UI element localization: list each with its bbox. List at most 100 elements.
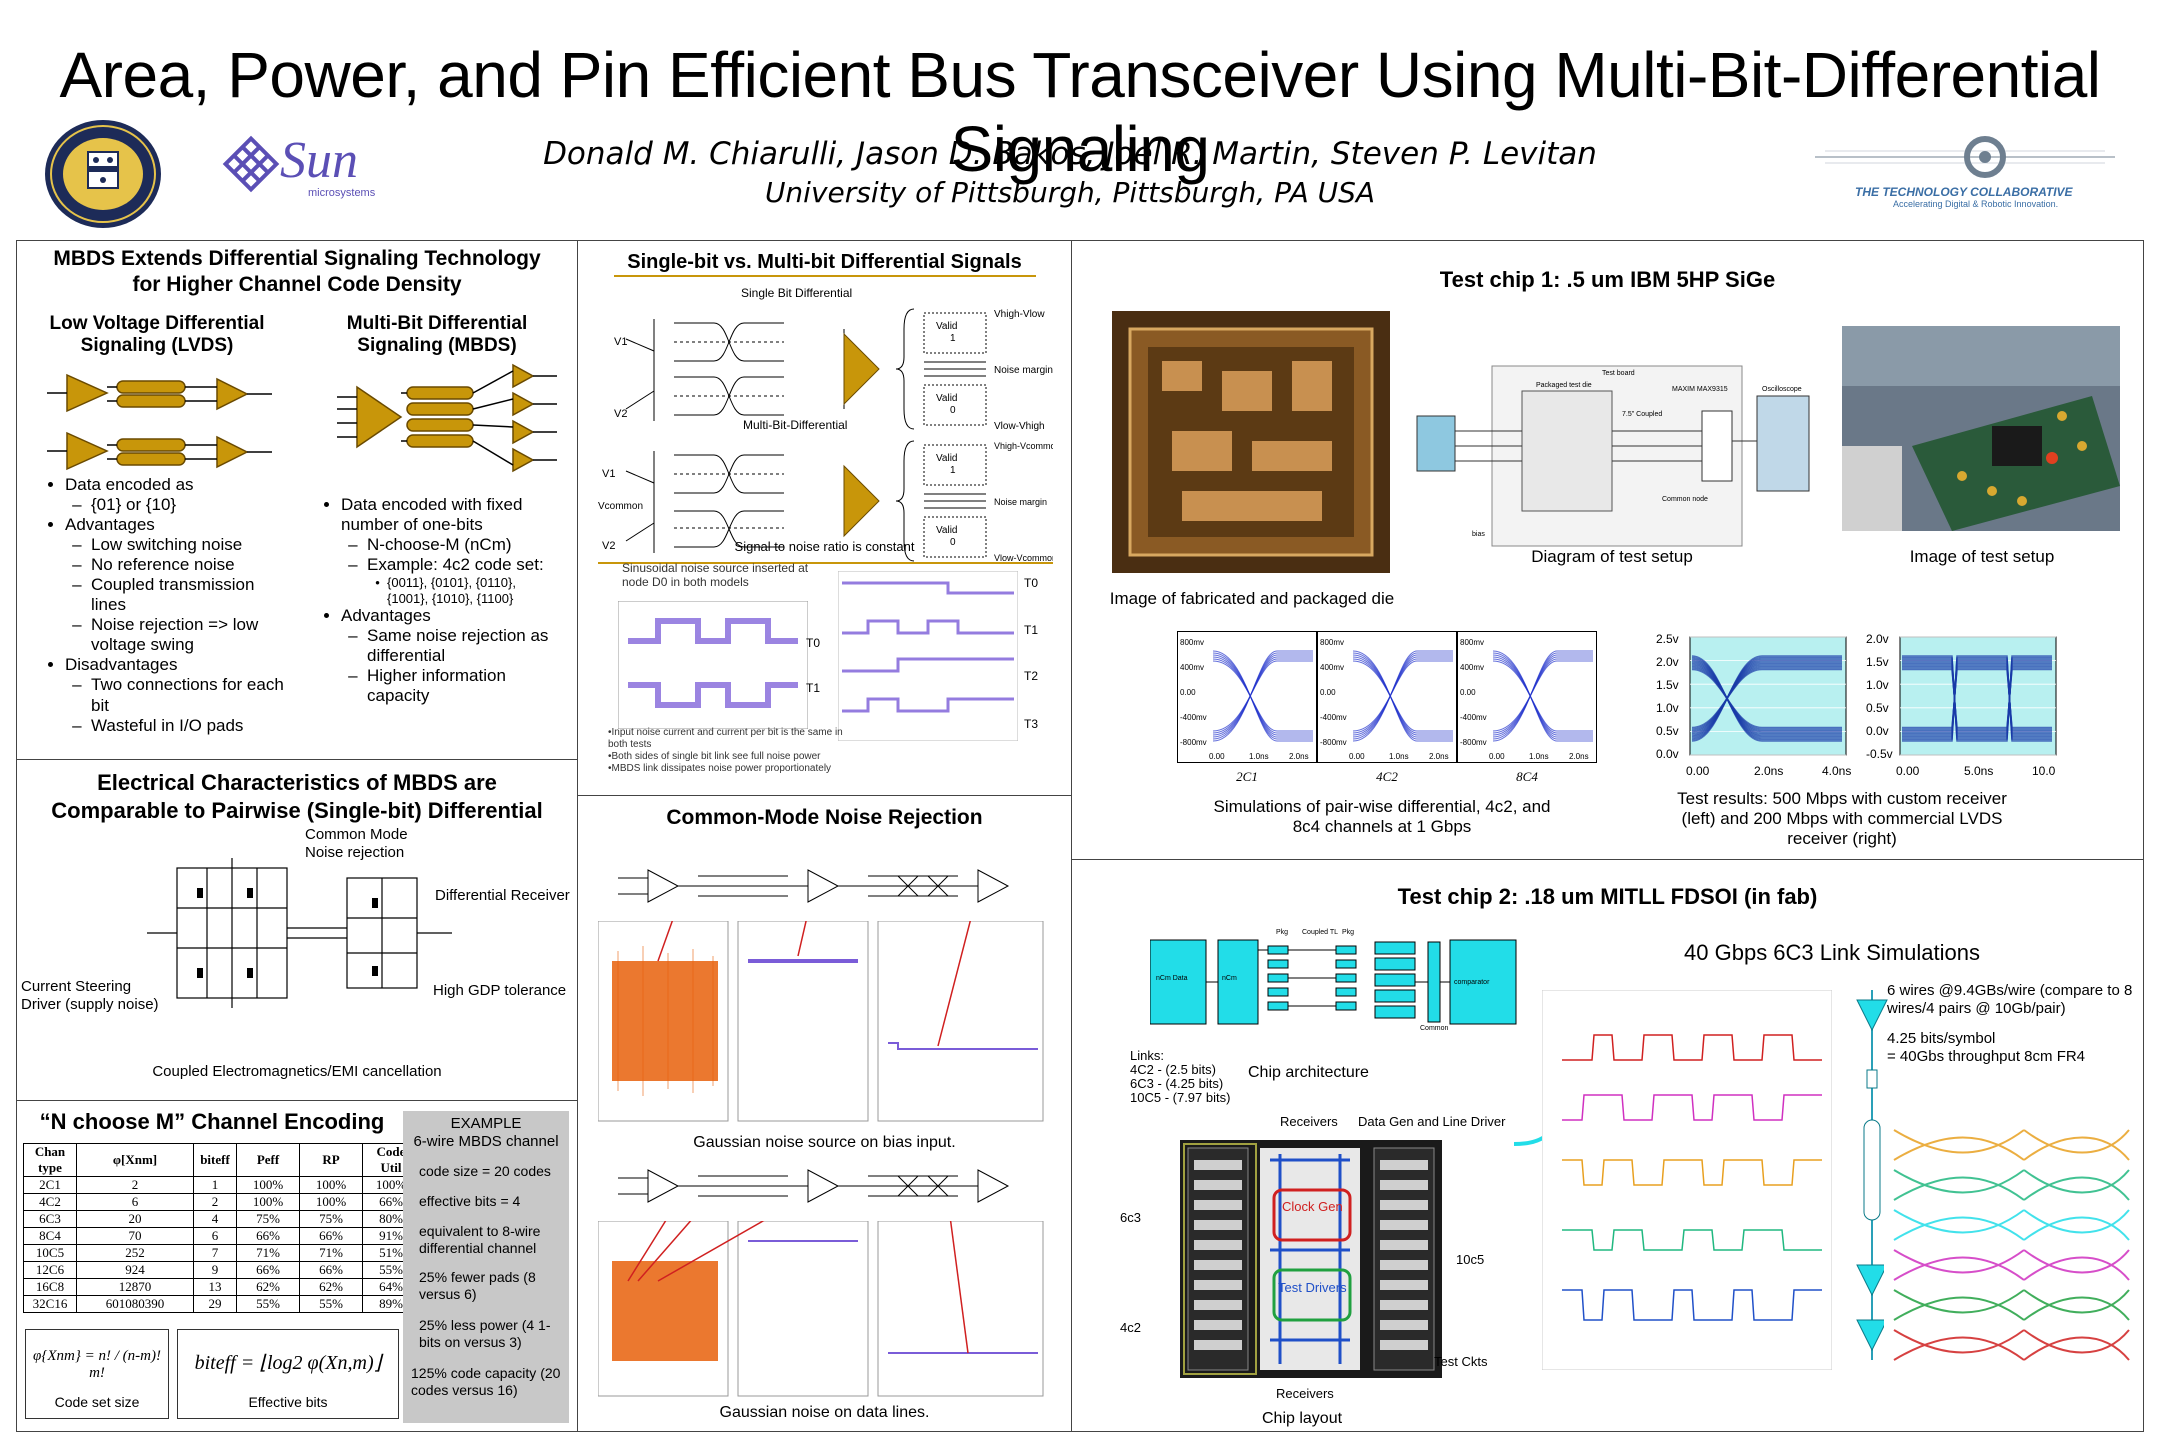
noise-circuit-1 [618, 869, 1010, 903]
table-cell: 75% [299, 1210, 363, 1228]
svg-text:Packaged test die: Packaged test die [1536, 382, 1592, 389]
result-y-tick: 0.0v [1866, 724, 1889, 738]
sun-logo: Sun microsystems [222, 132, 375, 205]
table-cell: 70 [76, 1227, 194, 1245]
example-i2: effective bits = 4 [419, 1193, 521, 1209]
panel2-heading-1: Electrical Characteristics of MBDS are [97, 770, 497, 795]
sun-diamond-icon [222, 135, 280, 193]
label-10c5: 10c5 [1456, 1252, 1485, 1267]
snr-caption: Signal to noise ratio is constant [734, 539, 915, 554]
eye-y-tick: -800mv [1180, 738, 1207, 747]
eye-x-tick: 2.0ns [1289, 752, 1309, 761]
eye-y-tick: 0.00 [1180, 688, 1196, 697]
sb-top-right: Vhigh-Vlow [994, 309, 1045, 320]
result-trace [1902, 662, 2052, 735]
mbds-b1c: {0011}, {0101}, {0110}, {1001}, {1010}, … [387, 575, 557, 606]
formula-box-1: φ{Xnm} = n! / (n-m)! m! Code set size [25, 1329, 169, 1419]
table-cell: 71% [236, 1244, 300, 1262]
table-cell: 62% [299, 1278, 363, 1296]
label-4c2: 4c2 [1120, 1320, 1141, 1335]
result-y-tick: 0.5v [1656, 724, 1679, 738]
eye-trace [1352, 660, 1453, 732]
result-x-tick: 0.00 [1686, 764, 1710, 778]
eye-x-tick: 1.0ns [1249, 752, 1269, 761]
t2-right: T2 [1024, 669, 1039, 683]
collab-name: THE TECHNOLOGY COLLABORATIVE [1855, 185, 2073, 199]
caption-diagram: Diagram of test setup [1531, 547, 1693, 566]
panel-mbds-extends: MBDS Extends Differential Signaling Tech… [16, 240, 578, 760]
table-cell: 66% [299, 1261, 363, 1279]
lvds-b2c: Coupled transmission lines [91, 575, 291, 615]
result-trace [1902, 667, 2052, 730]
eye-x-tick: 0.00 [1489, 752, 1505, 761]
formula-box-2: biteff = ⌊log2 φ(Xn,m)⌋ Effective bits [177, 1329, 399, 1419]
result-y-tick: 0.5v [1866, 701, 1889, 715]
sim-title: 40 Gbps 6C3 Link Simulations [1684, 940, 1980, 965]
table-cell: 6 [76, 1193, 194, 1211]
sim-info-3: = 40Gbs throughput 8cm FR4 [1887, 1048, 2086, 1065]
svg-text:Valid: Valid [936, 453, 958, 464]
example-i4: 25% fewer pads (8 versus 6) [419, 1269, 536, 1302]
svg-text:MAXIM MAX9315: MAXIM MAX9315 [1672, 386, 1728, 393]
sb-valid1: Valid [936, 321, 958, 332]
mbds-diagram [337, 363, 557, 473]
svg-text:comparator: comparator [1454, 979, 1490, 986]
chip-layout-image [1180, 1140, 1442, 1378]
table-cell: 4 [193, 1210, 237, 1228]
noise-plot-data [598, 1221, 1044, 1397]
table-cell: 20 [76, 1210, 194, 1228]
university-seal-logo [45, 120, 161, 228]
collab-swoosh-icon [1815, 136, 2115, 178]
eye-trace [1492, 660, 1593, 732]
eye-y-tick: 400mv [1320, 663, 1344, 672]
panel7-heading: Test chip 2: .18 um MITLL FDSOI (in fab) [1397, 884, 1818, 909]
table-cell: 7 [193, 1244, 237, 1262]
mbds-b1: Data encoded with fixed number of one-bi… [341, 495, 557, 535]
result-trace [1902, 658, 2052, 739]
note-3: •MBDS link dissipates noise power propor… [608, 763, 832, 774]
result-y-tick: 2.0v [1866, 632, 1889, 646]
table-cell: 55% [299, 1295, 363, 1313]
table-cell: 924 [76, 1261, 194, 1279]
t0-right: T0 [1024, 576, 1039, 590]
affiliation: University of Pittsburgh, Pittsburgh, PA… [764, 176, 1376, 209]
svg-text:Test board: Test board [1602, 370, 1635, 377]
result-y-tick: 1.5v [1866, 655, 1889, 669]
data-gen-label: Data Gen and Line Driver [1358, 1114, 1506, 1129]
sb-v2: V2 [614, 408, 627, 420]
heading-rule [614, 275, 1036, 277]
table-cell: 2 [193, 1193, 237, 1211]
link-10c5: 10C5 - (7.97 bits) [1130, 1090, 1231, 1105]
panel3-heading: “N choose M” Channel Encoding [39, 1109, 385, 1134]
noise-circuit-2 [618, 1169, 1010, 1203]
encoding-header-1: φ[Xnm] [76, 1143, 194, 1177]
eye-trace [1212, 660, 1313, 732]
result-trace [1902, 658, 2052, 739]
panel4-heading: Single-bit vs. Multi-bit Differential Si… [627, 251, 1022, 273]
example-i6: 125% code capacity (20 codes versus 16) [411, 1365, 561, 1398]
eye-label-2c1: 2C1 [1236, 769, 1258, 784]
result-trace [1902, 668, 2052, 729]
caption-chip-architecture: Chip architecture [1248, 1064, 1369, 1081]
lvds-title: Low Voltage Differential Signaling (LVDS… [49, 313, 265, 356]
label-high-gdp: High GDP tolerance [433, 982, 567, 999]
caption-results: Test results: 500 Mbps with custom recei… [1677, 789, 2007, 848]
t1-left: T1 [806, 681, 821, 695]
encoding-header-4: RP [299, 1143, 363, 1177]
result-trace [1691, 668, 1842, 729]
panel-test-chip-1: Test chip 1: .5 um IBM 5HP SiGe Image of… [1071, 240, 2144, 860]
svg-text:Pkg: Pkg [1342, 929, 1354, 936]
eye-trace [1492, 660, 1593, 732]
example-box: EXAMPLE 6-wire MBDS channel code size = … [403, 1111, 569, 1423]
